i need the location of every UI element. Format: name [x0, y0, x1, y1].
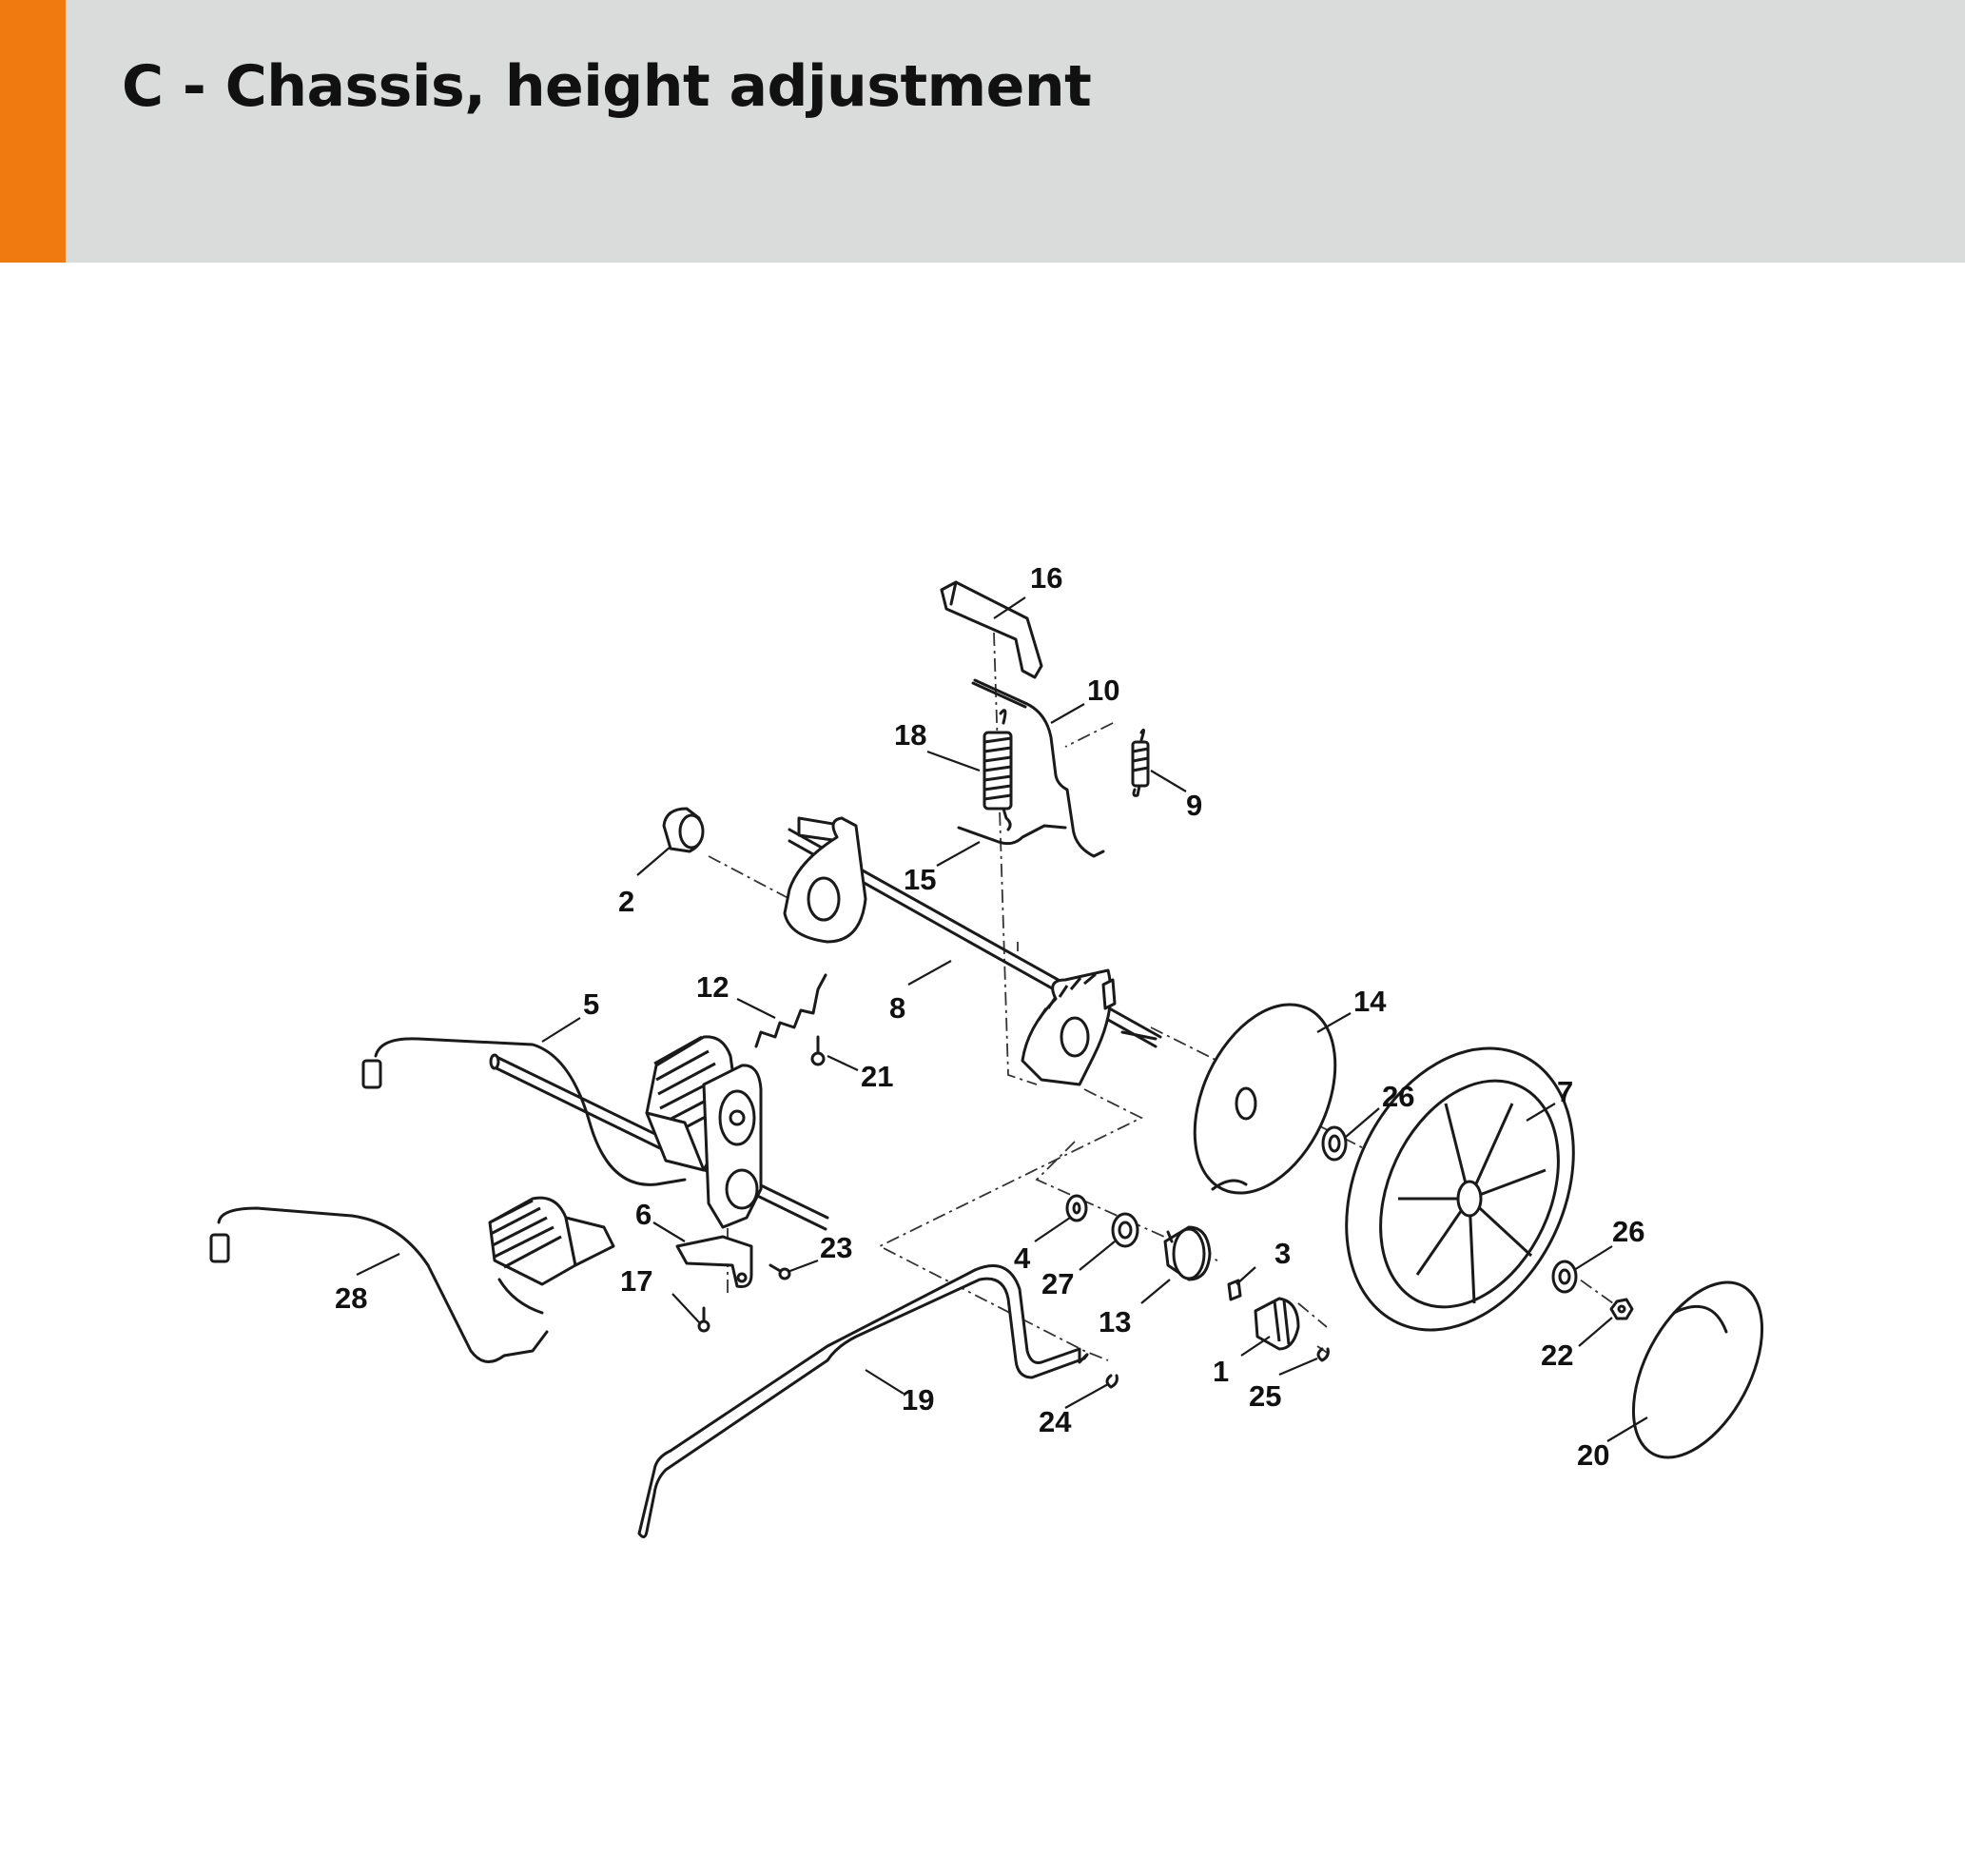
part-24-clip — [1105, 1374, 1119, 1389]
label-12: 12 — [696, 970, 729, 1004]
label-15: 15 — [904, 863, 936, 896]
label-3: 3 — [1274, 1237, 1291, 1270]
part-17-screw — [697, 1306, 710, 1333]
label-28: 28 — [335, 1281, 367, 1315]
part-10-rod — [973, 678, 1105, 858]
label-1: 1 — [1213, 1355, 1229, 1388]
label-13: 13 — [1099, 1305, 1131, 1339]
label-26-lower: 26 — [1612, 1215, 1644, 1248]
part-22-nut — [1609, 1298, 1634, 1320]
part-18-spring — [982, 709, 1013, 831]
part-25-clip — [1316, 1347, 1330, 1362]
part-26-bearing-lower — [1551, 1260, 1578, 1294]
label-20: 20 — [1577, 1438, 1609, 1472]
label-26-upper: 26 — [1382, 1080, 1414, 1113]
part-7-wheel — [1345, 1046, 1575, 1332]
part-1-pinion — [1254, 1297, 1300, 1351]
label-27: 27 — [1041, 1267, 1074, 1300]
label-6: 6 — [635, 1198, 652, 1231]
label-22: 22 — [1541, 1339, 1573, 1372]
label-14: 14 — [1353, 985, 1387, 1018]
motor-cable — [361, 1037, 687, 1186]
label-5: 5 — [583, 987, 599, 1021]
part-3-key — [1227, 1279, 1242, 1301]
part-27-bearing — [1111, 1212, 1139, 1248]
label-18: 18 — [894, 718, 926, 752]
label-25: 25 — [1249, 1379, 1281, 1413]
part-26-bearing-upper — [1321, 1125, 1348, 1162]
label-2: 2 — [618, 885, 634, 918]
part-9-small-spring — [1131, 728, 1150, 797]
label-23: 23 — [820, 1231, 852, 1264]
part-number-labels: 16 10 18 9 15 2 12 8 21 5 14 26 7 6 23 4… — [335, 561, 1644, 1472]
page-title: C - Chassis, height adjustment — [122, 53, 1092, 120]
part-2-bushing — [662, 807, 705, 853]
part-14-wheel-disc — [1193, 1003, 1337, 1195]
part-8-axle-assembly — [783, 816, 1162, 1086]
part-20-wheel-cap — [1631, 1280, 1764, 1459]
part-6-bracket — [675, 1235, 753, 1288]
label-8: 8 — [889, 991, 905, 1025]
part-16-height-lever — [940, 580, 1043, 679]
label-16: 16 — [1030, 561, 1062, 595]
part-19-adjustment-bar — [637, 1264, 1089, 1538]
part-28-cable — [209, 1206, 549, 1363]
part-23-screw — [768, 1263, 791, 1280]
label-7: 7 — [1557, 1075, 1573, 1108]
label-24: 24 — [1039, 1405, 1072, 1438]
part-4-washer — [1065, 1194, 1088, 1222]
part-21-screw — [810, 1035, 826, 1066]
part-13-clutch — [1163, 1225, 1212, 1281]
leader-lines — [356, 596, 1648, 1442]
label-10: 10 — [1087, 674, 1119, 707]
label-19: 19 — [902, 1383, 934, 1417]
header-accent-bar — [0, 0, 66, 263]
second-motor — [488, 1196, 615, 1286]
part-12-wire-clip — [754, 973, 827, 1048]
label-21: 21 — [861, 1060, 893, 1093]
page-header: C - Chassis, height adjustment — [0, 0, 1965, 263]
gearbox-motor — [645, 1035, 763, 1229]
label-4: 4 — [1014, 1241, 1031, 1275]
label-9: 9 — [1186, 789, 1202, 822]
label-17: 17 — [620, 1264, 652, 1298]
part-15-link — [957, 824, 1067, 846]
